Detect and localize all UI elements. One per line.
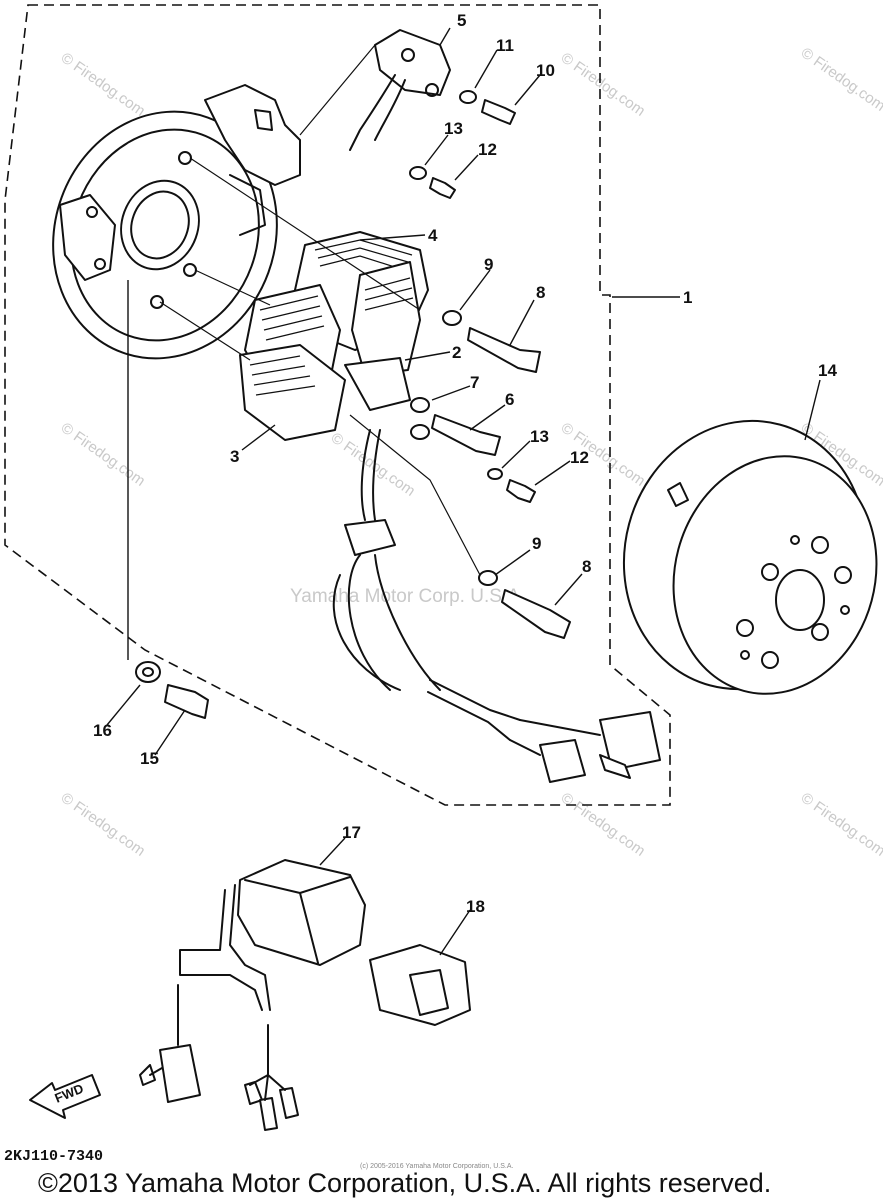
part-label: 15	[140, 749, 159, 768]
part-label: 18	[466, 897, 485, 916]
part-label: 14	[818, 361, 837, 380]
part-label: 6	[505, 390, 514, 409]
part-label: 13	[530, 427, 549, 446]
firedog-watermark: © Firedog.com	[58, 789, 149, 859]
fwd-arrow: FWD	[29, 1074, 101, 1119]
part-label: 1	[683, 288, 692, 307]
part-label: 9	[532, 534, 541, 553]
part-label: 16	[93, 721, 112, 740]
firedog-watermark: © Firedog.com	[58, 419, 149, 489]
firedog-watermark: © Firedog.com	[58, 49, 149, 119]
center-watermark: Yamaha Motor Corp. U.S.A.	[290, 586, 525, 607]
fasteners	[135, 90, 571, 719]
part-label: 3	[230, 447, 239, 466]
firedog-watermark: © Firedog.com	[558, 789, 649, 859]
tiny-notice: (c) 2005-2016 Yamaha Motor Corporation, …	[360, 1163, 513, 1170]
assembly-outline	[4, 4, 671, 806]
part-label: 8	[536, 283, 545, 302]
diagram-code: 2KJ110-7340	[4, 1148, 103, 1165]
firedog-watermark: © Firedog.com	[558, 49, 649, 119]
flywheel	[622, 419, 878, 695]
part-label: 13	[444, 119, 463, 138]
part-label: 7	[470, 373, 479, 392]
cdi-unit	[139, 859, 366, 1131]
rubber-cover	[369, 944, 471, 1026]
firedog-watermark: © Firedog.com	[798, 789, 883, 859]
part-label: 12	[570, 448, 589, 467]
base-plate	[52, 84, 301, 360]
stator-coils	[239, 231, 429, 441]
copyright-notice: ©2013 Yamaha Motor Corporation, U.S.A. A…	[38, 1168, 771, 1198]
part-label: 2	[452, 343, 461, 362]
part-label: 11	[496, 36, 514, 55]
part-label: 10	[536, 61, 555, 80]
leader-lines	[106, 27, 821, 956]
wiring-harness	[332, 429, 661, 783]
firedog-watermark: © Firedog.com	[798, 44, 883, 114]
part-label: 5	[457, 11, 466, 30]
part-label: 17	[342, 823, 361, 842]
part-labels: 1 2 3 4 5 6 7 8 8 9 9 10 11 12 12 13 13 …	[93, 11, 837, 916]
part-label: 12	[478, 140, 497, 159]
pickup-coil	[349, 29, 451, 151]
part-label: 4	[428, 226, 438, 245]
part-label: 9	[484, 255, 493, 274]
part-label: 8	[582, 557, 591, 576]
